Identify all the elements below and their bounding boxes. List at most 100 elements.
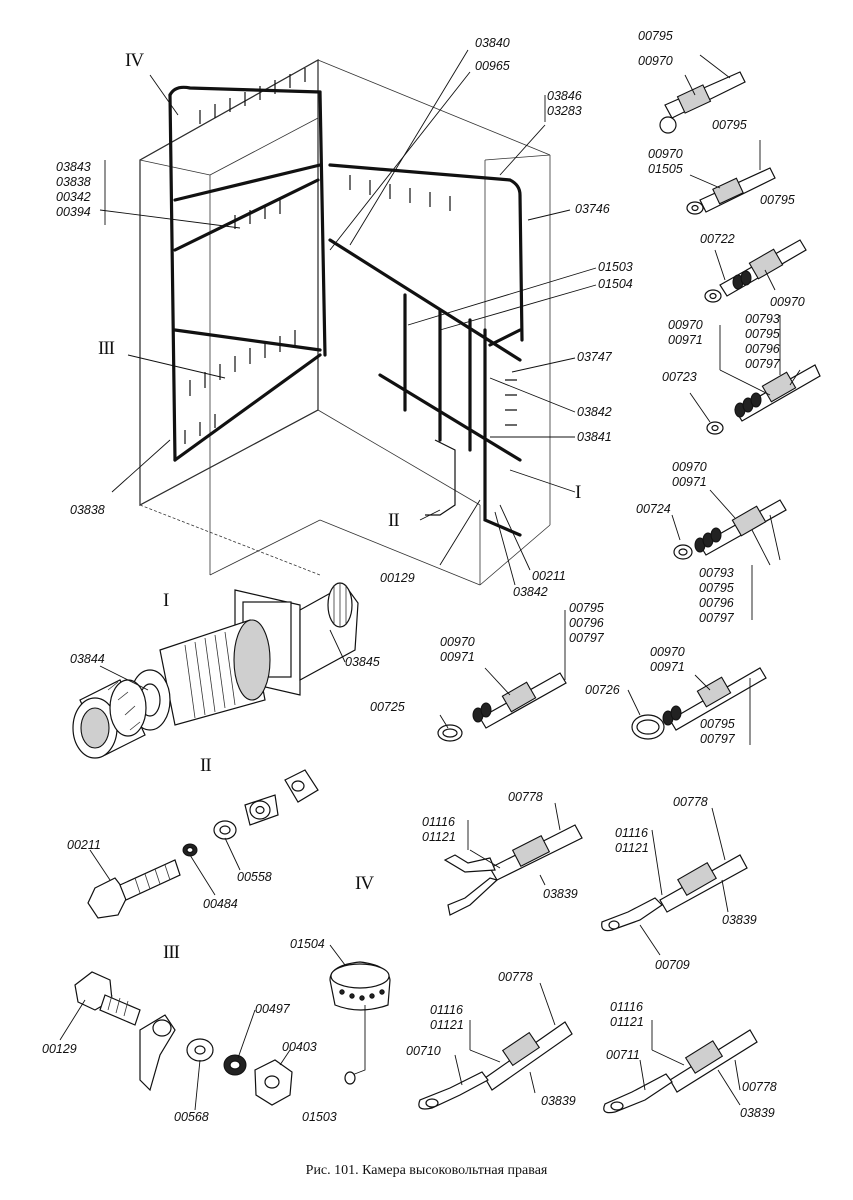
label-c4-00970: 00970 <box>668 318 703 332</box>
label-c9-00778: 00778 <box>673 795 708 809</box>
clip-assembly <box>329 944 391 1085</box>
label-c7-00971: 00971 <box>650 660 685 674</box>
label-c4-00793: 00793 <box>745 312 780 326</box>
label-01504: 01504 <box>598 277 633 291</box>
view-label-iii-chamber: III <box>98 338 115 359</box>
view-label-i-chamber: I <box>575 482 581 503</box>
label-c10-00778: 00778 <box>498 970 533 984</box>
label-03283: 03283 <box>547 104 582 118</box>
label-03846: 03846 <box>547 89 582 103</box>
label-c8-01121: 01121 <box>422 830 456 844</box>
label-00558: 00558 <box>237 870 272 884</box>
label-c7-00797: 00797 <box>700 732 735 746</box>
label-03845: 03845 <box>345 655 380 669</box>
label-c6-00971: 00971 <box>440 650 475 664</box>
label-c9-00709: 00709 <box>655 958 690 972</box>
label-c6-00795: 00795 <box>569 601 604 615</box>
label-03747: 03747 <box>577 350 612 364</box>
label-00211: 00211 <box>67 838 101 852</box>
label-00497: 00497 <box>255 1002 290 1016</box>
label-c3-00722: 00722 <box>700 232 735 246</box>
label-c2-00795: 00795 <box>712 118 747 132</box>
label-c3-00795: 00795 <box>760 193 795 207</box>
label-c7-00970: 00970 <box>650 645 685 659</box>
label-00484: 00484 <box>203 897 238 911</box>
chamber-leaders <box>99 49 597 586</box>
view-label-ii-chamber: II <box>388 510 400 531</box>
label-01504: 01504 <box>290 937 325 951</box>
label-c6-00796: 00796 <box>569 616 604 630</box>
label-c5-00724: 00724 <box>636 502 671 516</box>
label-c4-00797: 00797 <box>745 357 780 371</box>
label-03746: 03746 <box>575 202 610 216</box>
label-c9-01121: 01121 <box>615 841 649 855</box>
label-c4-00796: 00796 <box>745 342 780 356</box>
cable-assemblies <box>418 54 821 1114</box>
label-c7-00726: 00726 <box>585 683 620 697</box>
label-c8-00778: 00778 <box>508 790 543 804</box>
chamber-box <box>139 58 551 586</box>
view-label-iii: III <box>163 942 180 963</box>
label-03838-bottom: 03838 <box>70 503 105 517</box>
label-c4-00795: 00795 <box>745 327 780 341</box>
label-c9-03839: 03839 <box>722 913 757 927</box>
label-c10-03839: 03839 <box>541 1094 576 1108</box>
label-03843: 03843 <box>56 160 91 174</box>
label-00342: 00342 <box>56 190 91 204</box>
label-c1-00970: 00970 <box>638 54 673 68</box>
label-03838: 03838 <box>56 175 91 189</box>
label-01503: 01503 <box>302 1110 337 1124</box>
label-00129-chamber: 00129 <box>380 571 415 585</box>
label-c6-00970: 00970 <box>440 635 475 649</box>
label-c11-01121: 01121 <box>610 1015 644 1029</box>
label-03841: 03841 <box>577 430 612 444</box>
label-c3-00970: 00970 <box>770 295 805 309</box>
view-label-i: I <box>163 590 169 611</box>
label-00211-chamber: 00211 <box>532 569 566 583</box>
label-00394: 00394 <box>56 205 91 219</box>
label-c5-00793: 00793 <box>699 566 734 580</box>
label-c11-00778: 00778 <box>742 1080 777 1094</box>
label-c8-01116: 01116 <box>422 815 455 829</box>
connector-assembly <box>72 582 359 759</box>
label-c5-00796: 00796 <box>699 596 734 610</box>
label-03840: 03840 <box>475 36 510 50</box>
label-c10-01121: 01121 <box>430 1018 464 1032</box>
label-03842: 03842 <box>577 405 612 419</box>
label-c4-00723: 00723 <box>662 370 697 384</box>
bolt-assembly-iii <box>59 971 293 1111</box>
label-03844: 03844 <box>70 652 105 666</box>
label-c8-03839: 03839 <box>543 887 578 901</box>
label-00965: 00965 <box>475 59 510 73</box>
label-c9-01116: 01116 <box>615 826 648 840</box>
label-c2-00970: 00970 <box>648 147 683 161</box>
label-01503: 01503 <box>598 260 633 274</box>
label-c5-00971: 00971 <box>672 475 707 489</box>
figure-caption: Рис. 101. Камера высоковольтная правая <box>305 1163 548 1178</box>
label-c11-00711: 00711 <box>606 1048 640 1062</box>
label-c2-01505: 01505 <box>648 162 683 176</box>
chamber-cable-runs <box>168 68 524 537</box>
label-c5-00797: 00797 <box>699 611 734 625</box>
label-c5-00795: 00795 <box>699 581 734 595</box>
bolt-assembly-ii <box>87 769 319 919</box>
label-00403: 00403 <box>282 1040 317 1054</box>
view-label-ii: II <box>200 755 212 776</box>
label-c5-00970: 00970 <box>672 460 707 474</box>
label-c7-00795: 00795 <box>700 717 735 731</box>
label-c6-00725: 00725 <box>370 700 405 714</box>
label-00129: 00129 <box>42 1042 77 1056</box>
label-c11-03839: 03839 <box>740 1106 775 1120</box>
view-label-iv-top: IV <box>125 50 144 71</box>
label-c10-00710: 00710 <box>406 1044 441 1058</box>
label-c10-01116: 01116 <box>430 1003 463 1017</box>
label-00568: 00568 <box>174 1110 209 1124</box>
view-label-iv: IV <box>355 873 374 894</box>
label-c4-00971: 00971 <box>668 333 703 347</box>
label-c11-01116: 01116 <box>610 1000 643 1014</box>
label-c1-00795: 00795 <box>638 29 673 43</box>
label-c6-00797: 00797 <box>569 631 604 645</box>
label-03842-bottom: 03842 <box>513 585 548 599</box>
